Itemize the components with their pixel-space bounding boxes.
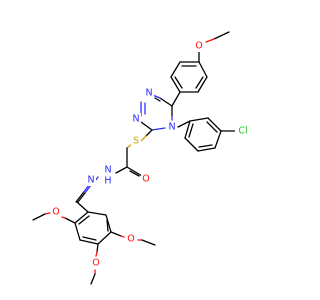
nitrogen-label: N [87, 175, 94, 186]
bonds-triazole [140, 93, 191, 131]
nitrogen-label: N [145, 88, 152, 99]
atom-o-c5: O [126, 233, 136, 245]
hydrogen-label: H [104, 176, 111, 187]
bonds-methoxyphenyl [170, 31, 230, 107]
nitrogen-label: N [104, 165, 111, 176]
atom-s: S [131, 135, 141, 147]
oxygen-label: O [195, 41, 202, 52]
bonds-trimethoxyphenyl [32, 211, 156, 285]
oxygen-label: O [52, 207, 59, 218]
atom-n-triazole-2: N [131, 113, 141, 125]
atom-n-triazole-1: N [144, 87, 154, 99]
atom-n-triazole-4: N [167, 121, 177, 133]
oxygen-label: O [92, 258, 99, 269]
sulfur-label: S [133, 136, 139, 147]
nitrogen-label: N [132, 114, 139, 125]
nitrogen-label: N [168, 122, 175, 133]
chlorine-label: Cl [238, 126, 247, 137]
atom-nh: N H [102, 164, 114, 187]
bonds-chlorophenyl [184, 117, 237, 152]
atom-o-top: O [194, 40, 204, 52]
atom-o-c2: O [51, 206, 61, 218]
atom-o-amide: O [141, 173, 151, 185]
molecule-diagram: O N N N Cl S O N H N O O O [32, 31, 251, 285]
atom-o-c4: O [91, 257, 101, 269]
oxygen-label: O [142, 174, 149, 185]
atom-n-imine: N [86, 174, 96, 186]
structure-svg: O N N N Cl S O N H N O O O [32, 31, 251, 285]
oxygen-label: O [127, 234, 134, 245]
atom-cl: Cl [235, 125, 251, 137]
